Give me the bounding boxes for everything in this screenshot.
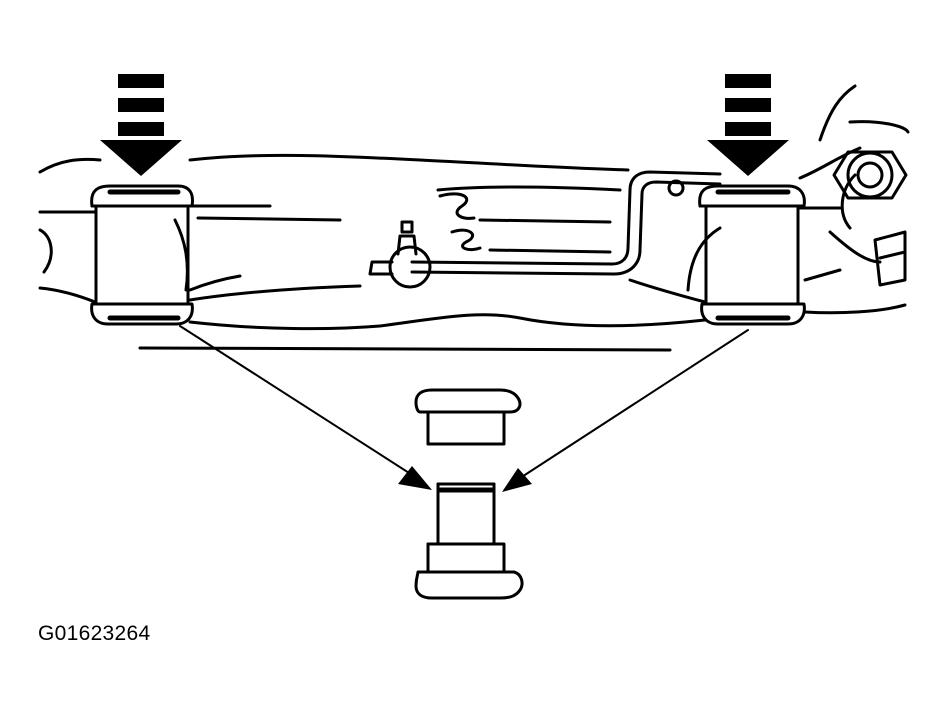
callout-arrowhead-right (502, 468, 532, 492)
subframe-crossmember (38, 84, 910, 352)
line-tube-with-fitting (368, 170, 722, 289)
callout-arrows (179, 325, 749, 483)
press-arrow-left (100, 74, 182, 176)
figure-id-label: G01623264 (38, 622, 151, 645)
bushing-upper-half (414, 388, 522, 446)
right-bushing-installed (698, 184, 806, 326)
bushing-lower-half (414, 482, 524, 600)
callout-arrowhead-left (398, 466, 432, 490)
left-bushing-installed (90, 184, 194, 326)
press-arrow-right (707, 74, 789, 176)
